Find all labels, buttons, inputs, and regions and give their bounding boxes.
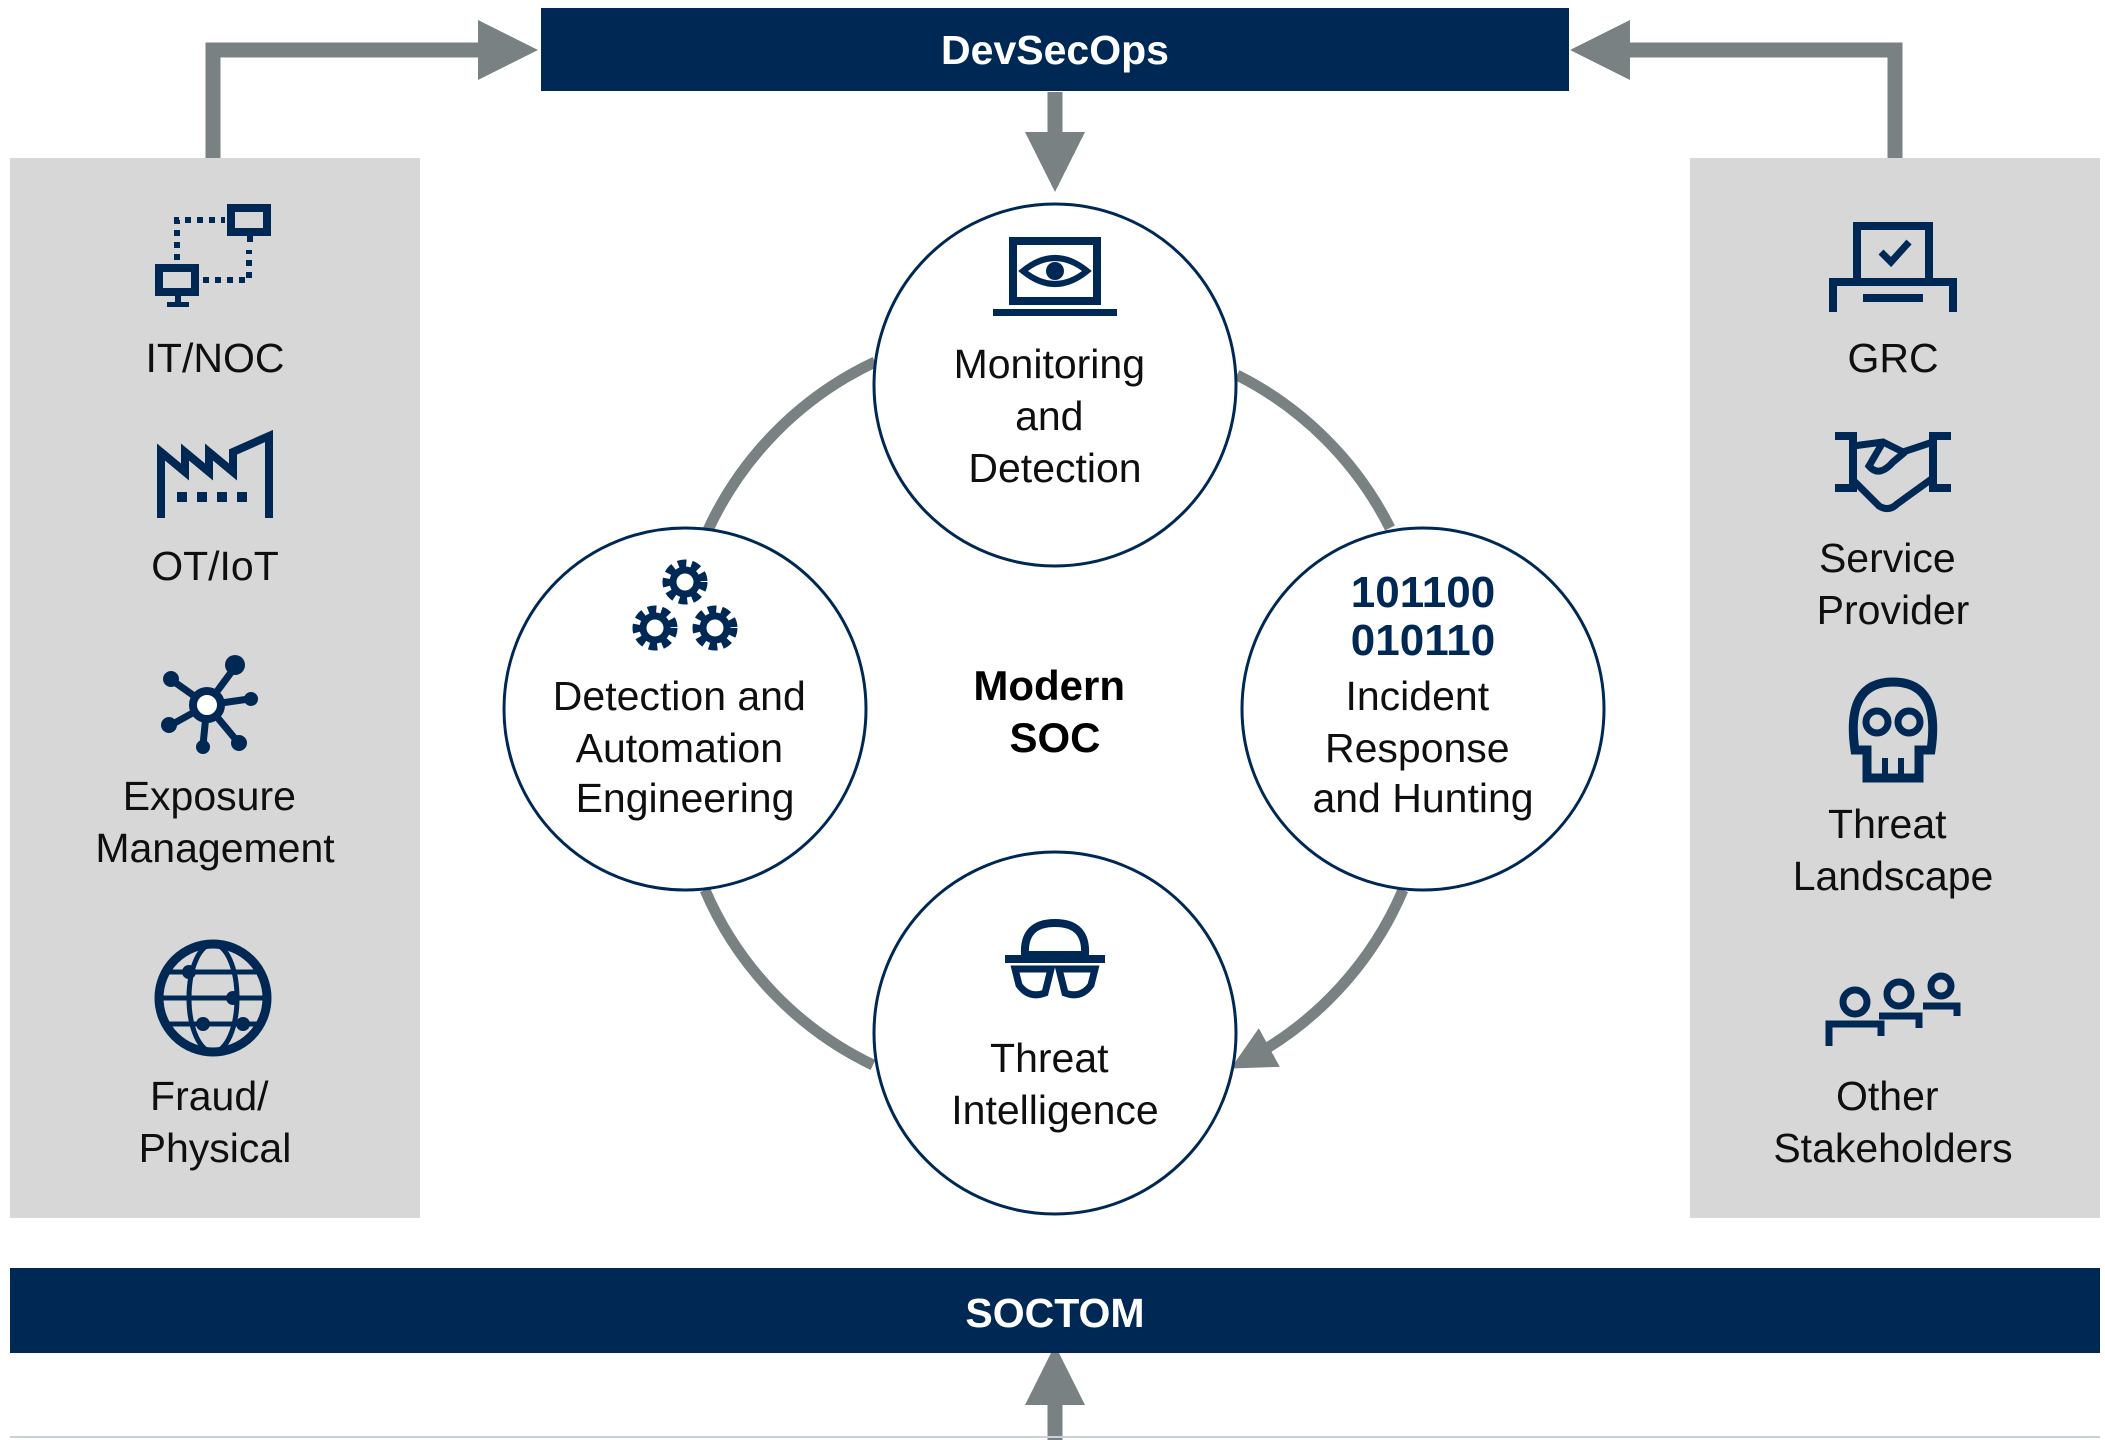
node-incident-line-3: and Hunting	[1312, 775, 1533, 821]
left-item-exposure-label: Exposure Management	[95, 773, 335, 871]
left-item-it-noc-label: IT/NOC	[146, 335, 285, 381]
node-monitoring-label: Monitoring and Detection	[954, 341, 1157, 491]
node-threat-intel-line-2: Intelligence	[951, 1087, 1158, 1133]
node-detection-eng-line-1: Detection and	[553, 673, 806, 719]
left-item-fraud-line-1: Fraud/	[150, 1073, 269, 1119]
node-monitoring-circle	[872, 202, 1238, 568]
node-incident-line-1: Incident	[1345, 673, 1489, 719]
ring-arc-right-bottom	[1230, 887, 1409, 1069]
node-monitoring-line-2: and	[1015, 393, 1083, 439]
devsecops-bar	[541, 8, 1569, 91]
right-item-threat-landscape-line-2: Landscape	[1793, 853, 1994, 899]
left-panel	[10, 158, 420, 1218]
center-label-line-2: SOC	[1009, 714, 1100, 761]
node-hub-icon	[161, 655, 258, 754]
left-item-ot-iot-label: OT/IoT	[151, 543, 279, 589]
right-item-threat-landscape-label: Threat Landscape	[1793, 801, 1994, 899]
left-item-exposure-line-2: Management	[95, 825, 335, 871]
right-item-service-provider-line-1: Service	[1819, 535, 1956, 581]
binary-row-1: 101100	[1351, 568, 1495, 617]
soctom-label: SOCTOM	[965, 1290, 1144, 1336]
right-panel	[1690, 158, 2100, 1218]
right-item-grc-label: GRC	[1847, 335, 1938, 381]
devsecops-label: DevSecOps	[941, 27, 1169, 73]
ring-arc-bottom-left	[699, 887, 876, 1070]
right-item-grc-line-1: GRC	[1847, 335, 1938, 381]
right-to-devsecops-arrow	[1570, 20, 1903, 158]
node-monitoring-line-3: Detection	[968, 445, 1141, 491]
left-to-devsecops-arrow	[205, 20, 538, 158]
left-item-exposure-line-1: Exposure	[123, 773, 296, 819]
checklist-laptop-icon	[1829, 222, 1957, 312]
right-item-service-provider-label: Service Provider	[1817, 535, 1970, 633]
spy-mask-icon	[1005, 918, 1105, 999]
right-item-threat-landscape-line-1: Threat	[1828, 801, 1947, 847]
right-item-other-stakeholders-line-2: Stakeholders	[1773, 1125, 2012, 1171]
node-monitoring-line-1: Monitoring	[954, 341, 1145, 387]
people-group-icon	[1825, 972, 1961, 1046]
node-incident-circle	[1240, 526, 1606, 892]
skull-icon	[1848, 677, 1938, 783]
node-threat-intel-circle	[872, 850, 1238, 1216]
network-computers-icon	[155, 204, 271, 307]
left-item-it-noc-line-1: IT/NOC	[146, 335, 285, 381]
gears-icon	[632, 559, 738, 651]
laptop-eye-icon	[993, 237, 1117, 316]
ring-arc-left-top	[703, 357, 878, 533]
ring-arc-top-right	[1234, 370, 1395, 531]
node-incident-label: Incident Response and Hunting	[1312, 673, 1533, 821]
node-detection-eng-label: Detection and Automation Engineering	[553, 673, 817, 821]
right-item-other-stakeholders-line-1: Other	[1836, 1073, 1939, 1119]
right-item-service-provider-line-2: Provider	[1817, 587, 1970, 633]
node-threat-intel-line-1: Threat	[990, 1035, 1109, 1081]
left-item-fraud-line-2: Physical	[139, 1125, 292, 1171]
node-incident-line-2: Response	[1325, 725, 1510, 771]
binary-row-2: 010110	[1351, 616, 1495, 665]
handshake-icon	[1835, 432, 1951, 513]
center-label: Modern SOC	[973, 662, 1136, 761]
node-detection-eng-line-3: Engineering	[576, 775, 795, 821]
soctom-bar	[10, 1268, 2100, 1353]
cycle-ring	[699, 357, 1409, 1070]
left-item-ot-iot-line-1: OT/IoT	[151, 543, 279, 589]
node-detection-eng-circle	[502, 526, 868, 892]
node-detection-eng-line-2: Automation	[576, 725, 783, 771]
factory-icon	[157, 429, 273, 518]
node-threat-intel-label: Threat Intelligence	[951, 1035, 1158, 1133]
left-item-fraud-label: Fraud/ Physical	[139, 1073, 292, 1171]
globe-network-icon	[154, 939, 272, 1057]
center-label-line-1: Modern	[973, 662, 1125, 709]
right-item-other-stakeholders-label: Other Stakeholders	[1773, 1073, 2012, 1171]
binary-code-icon: 101100 010110	[1351, 568, 1495, 665]
